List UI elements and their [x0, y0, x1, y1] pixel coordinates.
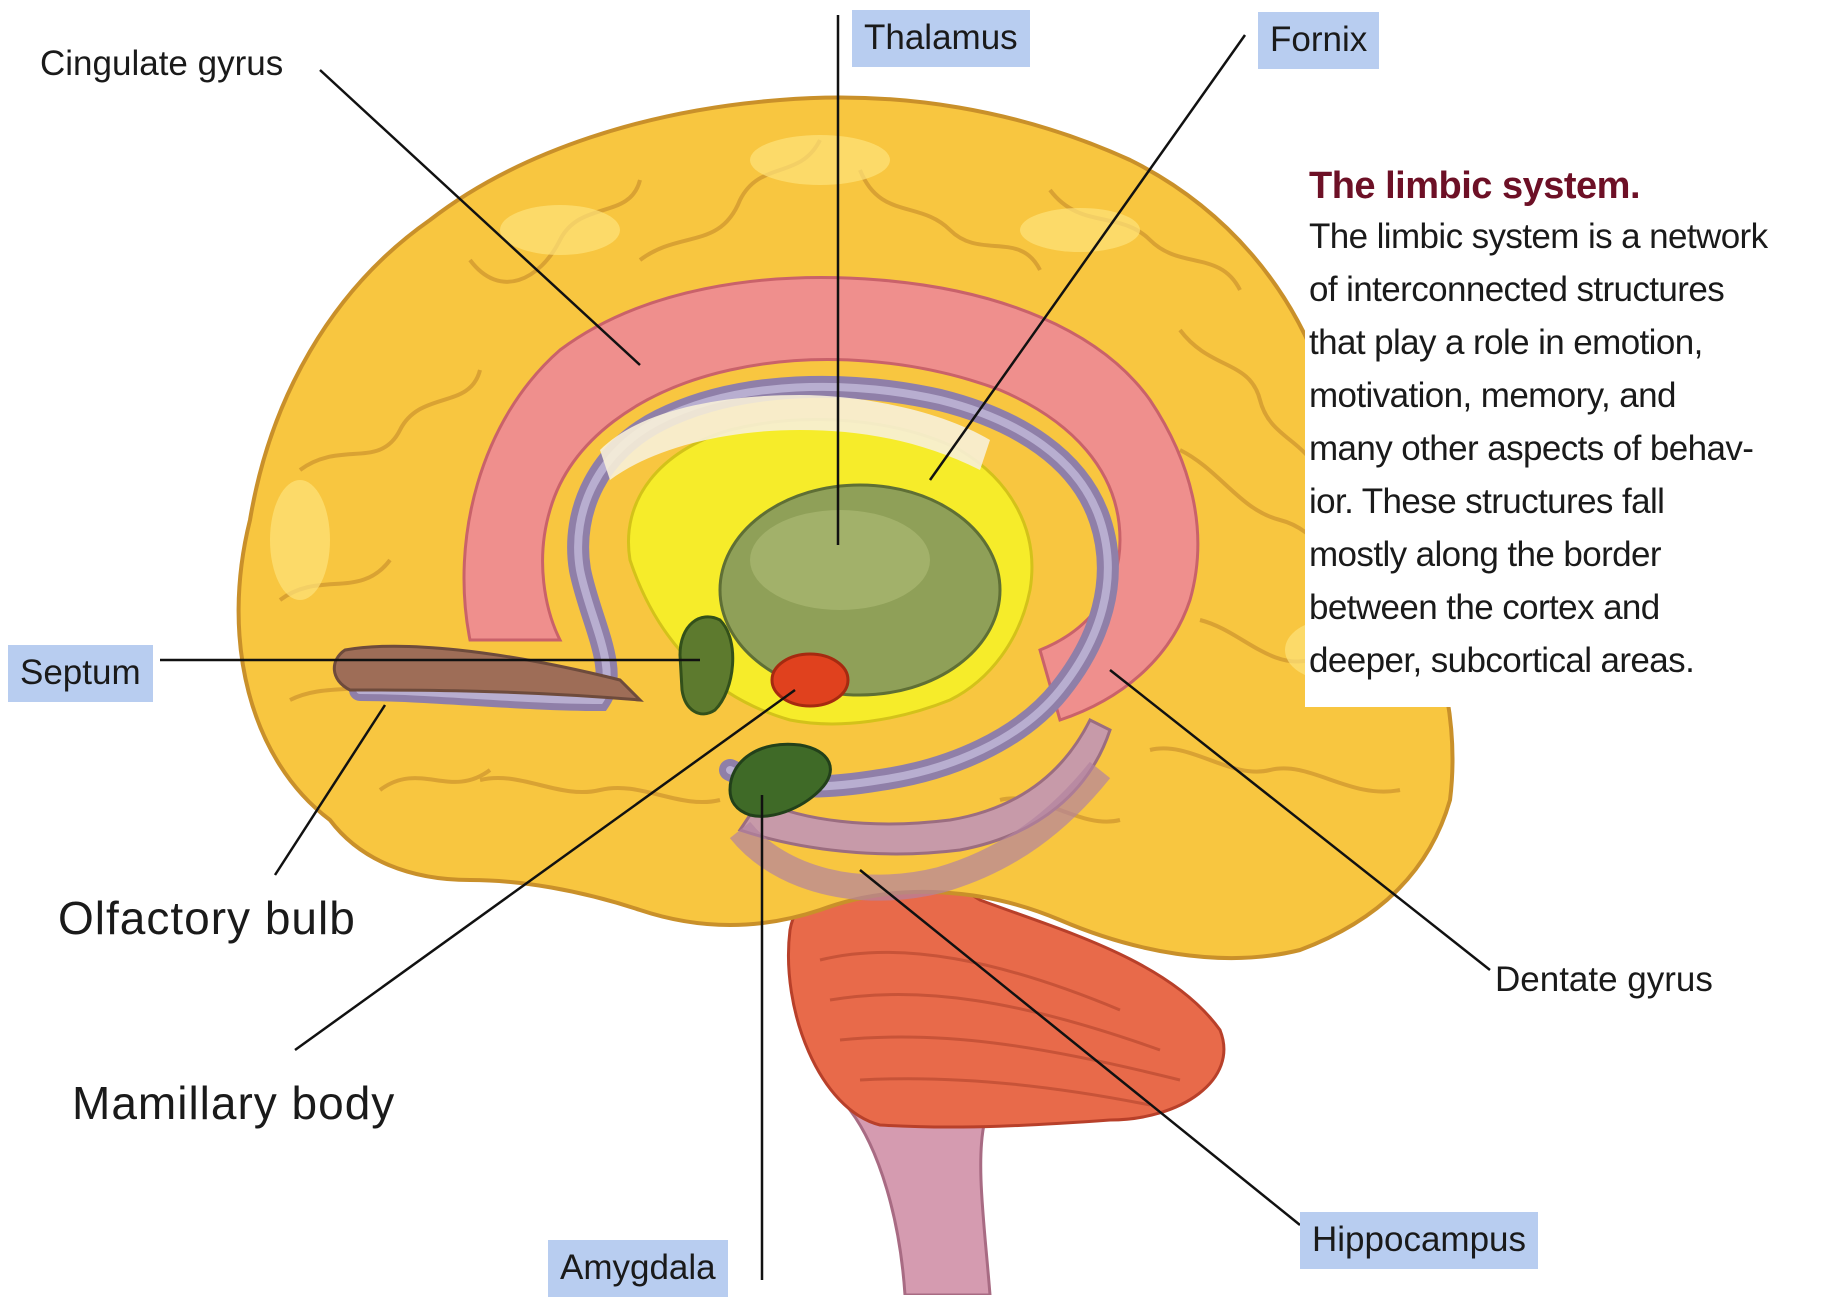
caption-title: The limbic system. [1309, 164, 1829, 210]
caption-line: ior. These structures fall [1309, 475, 1829, 528]
label-olfactory-bulb: Olfactory bulb [58, 895, 356, 941]
caption-line: The limbic system is a network [1309, 210, 1829, 263]
label-thalamus: Thalamus [852, 10, 1030, 67]
label-dentate-gyrus: Dentate gyrus [1495, 962, 1713, 997]
label-cingulate-gyrus: Cingulate gyrus [40, 46, 283, 81]
caption-line: motivation, memory, and [1309, 369, 1829, 422]
brainstem [850, 1110, 990, 1295]
thalamus-highlight [750, 510, 930, 610]
label-hippocampus: Hippocampus [1300, 1212, 1538, 1269]
caption-block: The limbic system. The limbic system is … [1305, 160, 1833, 707]
caption-line: deeper, subcortical areas. [1309, 634, 1829, 687]
caption-line: that play a role in emotion, [1309, 316, 1829, 369]
label-septum: Septum [8, 645, 153, 702]
caption-line: mostly along the border [1309, 528, 1829, 581]
caption-line: many other aspects of behav- [1309, 422, 1829, 475]
label-amygdala: Amygdala [548, 1240, 728, 1297]
label-fornix: Fornix [1258, 12, 1379, 69]
label-mamillary-body: Mamillary body [72, 1080, 395, 1126]
caption-line: between the cortex and [1309, 581, 1829, 634]
caption-line: of interconnected structures [1309, 263, 1829, 316]
